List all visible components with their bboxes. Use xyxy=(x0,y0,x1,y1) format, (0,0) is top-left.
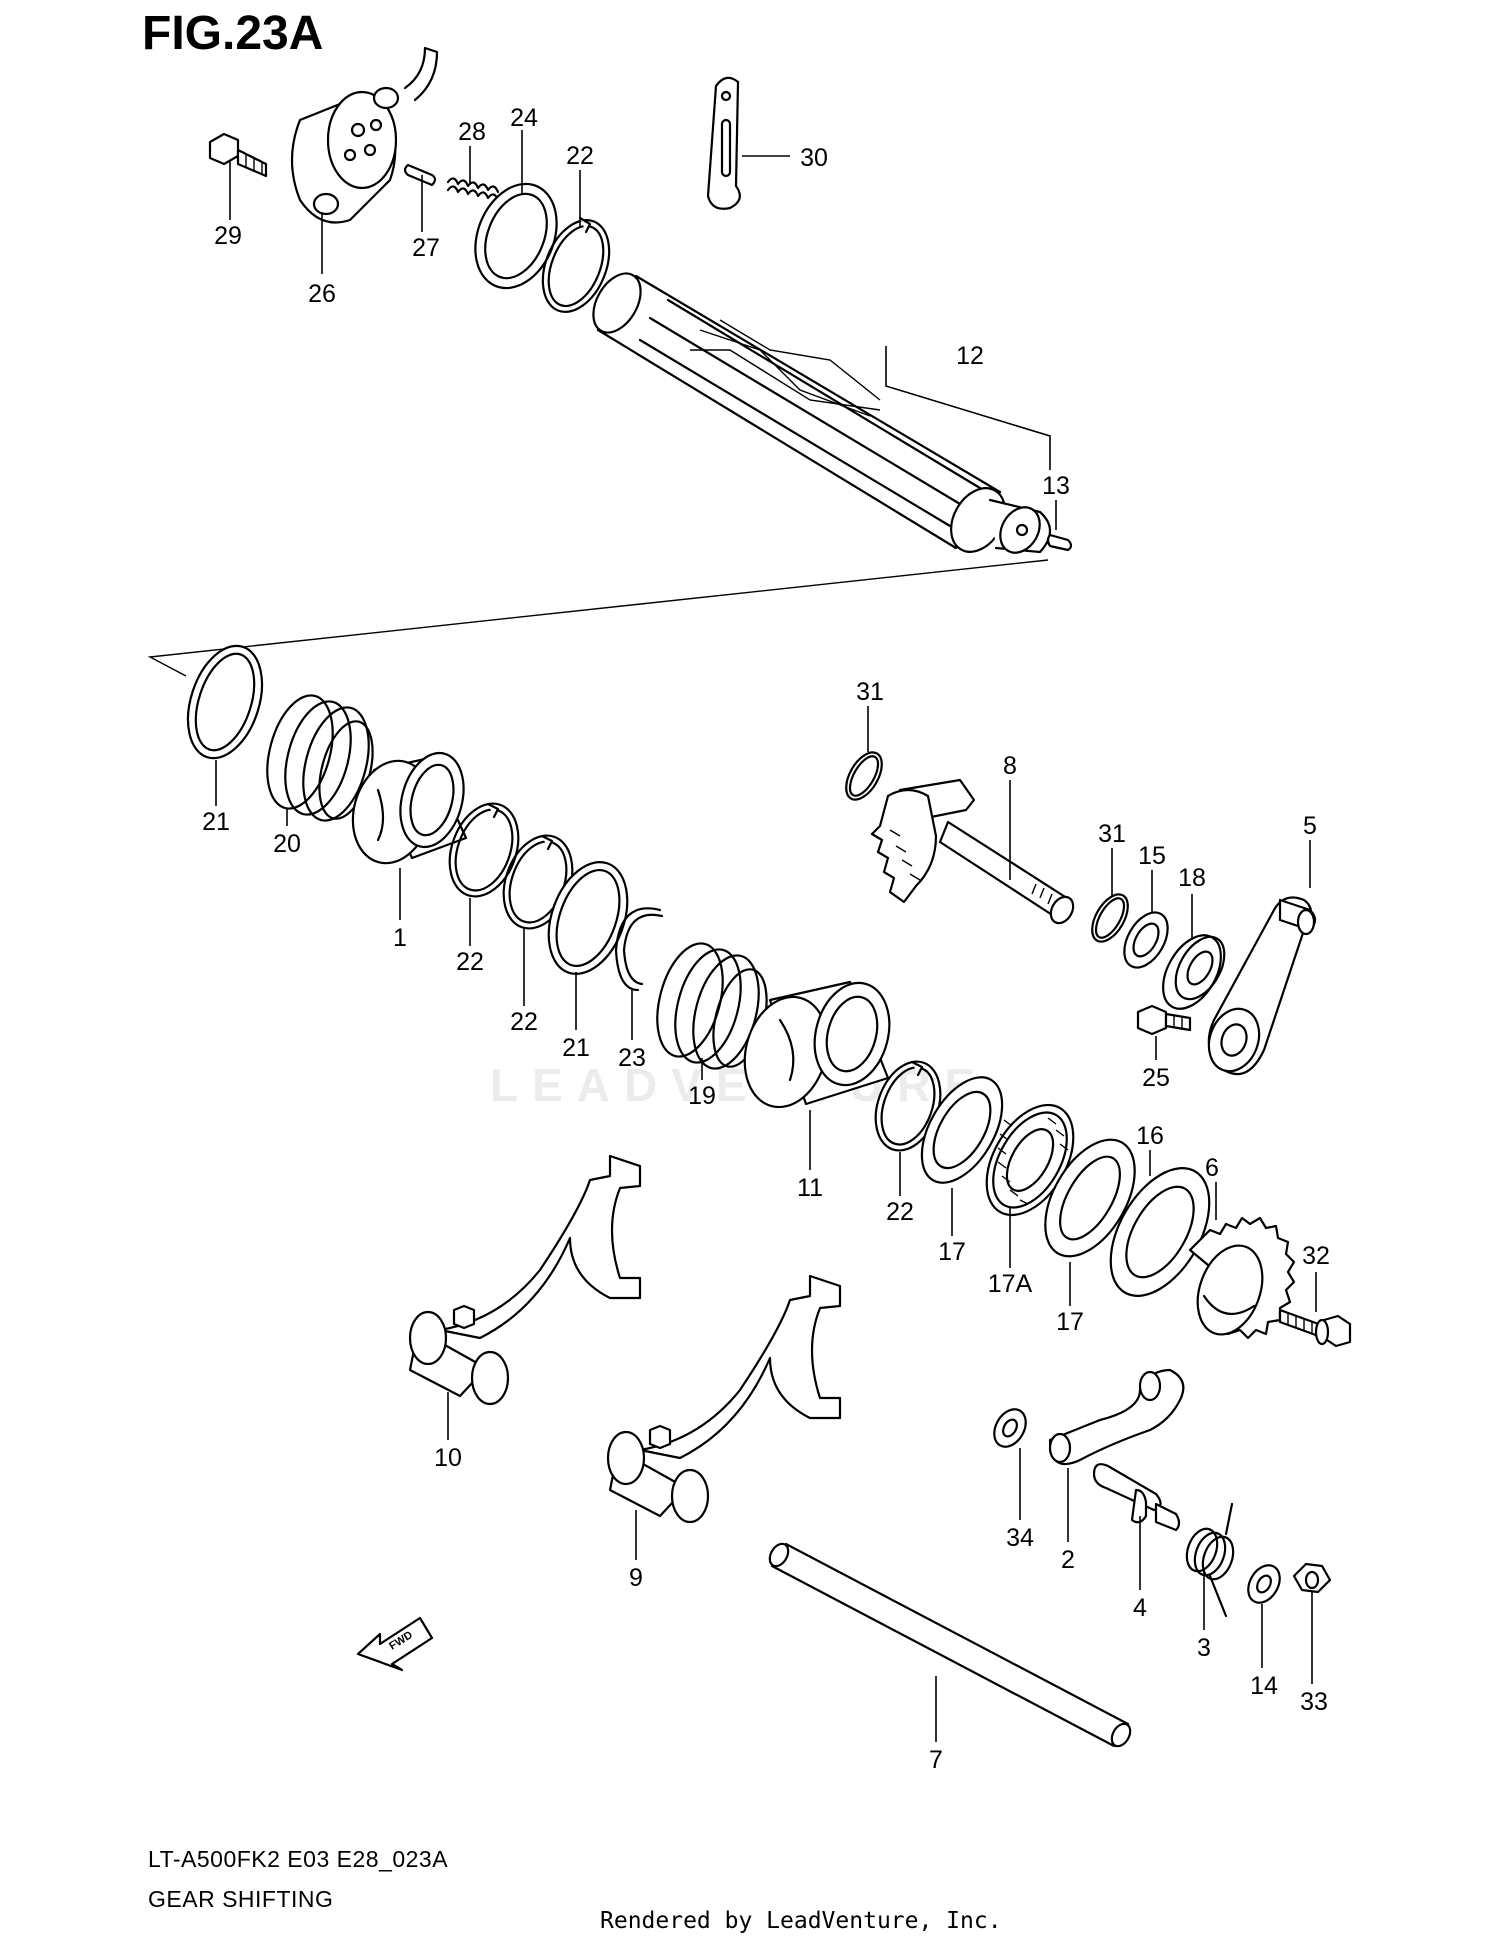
callout-20: 20 xyxy=(273,830,301,858)
part-7-fork-shaft xyxy=(768,1542,1132,1748)
part-14-washer xyxy=(1247,1564,1281,1604)
part-28-spring xyxy=(446,177,500,202)
part-4-bolt xyxy=(1092,1463,1181,1532)
callout-4: 4 xyxy=(1133,1594,1147,1622)
callout-27: 27 xyxy=(412,234,440,262)
callout-10: 10 xyxy=(434,1444,462,1472)
callout-33: 33 xyxy=(1300,1688,1328,1716)
callout-31-a: 31 xyxy=(856,678,884,706)
part-13-pin xyxy=(1046,533,1073,552)
callout-32: 32 xyxy=(1302,1242,1330,1270)
callout-22-a: 22 xyxy=(456,948,484,976)
part-11-cam xyxy=(743,980,891,1109)
render-credit: Rendered by LeadVenture, Inc. xyxy=(600,1908,1002,1934)
callout-12: 12 xyxy=(956,342,984,370)
callout-24: 24 xyxy=(510,104,538,132)
callout-17-a: 17 xyxy=(938,1238,966,1266)
callout-23: 23 xyxy=(618,1044,646,1072)
callout-22-b: 22 xyxy=(510,1008,538,1036)
callout-14: 14 xyxy=(1250,1672,1278,1700)
callout-17-b: 17 xyxy=(1056,1308,1084,1336)
part-31-circlip-a xyxy=(845,751,883,801)
callout-21-a: 21 xyxy=(202,808,230,836)
part-9-shift-fork xyxy=(606,1274,842,1524)
callout-18: 18 xyxy=(1178,864,1206,892)
part-1-cam-guide xyxy=(351,751,468,865)
part-27-pin xyxy=(403,163,437,187)
part-6-gear xyxy=(1188,1216,1296,1340)
callout-3: 3 xyxy=(1197,1634,1211,1662)
part-12-shift-cam xyxy=(592,272,1052,554)
part-10-shift-fork xyxy=(408,1154,642,1406)
callout-28: 28 xyxy=(458,118,486,146)
part-19-spring xyxy=(656,942,768,1070)
figure-title: FIG.23A xyxy=(142,7,324,60)
projection-line xyxy=(147,559,1049,677)
callout-19: 19 xyxy=(688,1082,716,1110)
callout-22-top: 22 xyxy=(566,142,594,170)
callout-16: 16 xyxy=(1136,1122,1164,1150)
callout-29: 29 xyxy=(214,222,242,250)
part-17A-bearing xyxy=(985,1103,1075,1217)
part-32-bolt xyxy=(1278,1308,1352,1348)
callout-25: 25 xyxy=(1142,1064,1170,1092)
callout-8: 8 xyxy=(1003,752,1017,780)
callout-2: 2 xyxy=(1061,1546,1075,1574)
part-30-stopper xyxy=(706,76,741,210)
part-29-bolt xyxy=(208,132,268,178)
callout-13: 13 xyxy=(1042,472,1070,500)
callout-31-b: 31 xyxy=(1098,820,1126,848)
part-21-washer-b xyxy=(547,861,629,975)
callout-15: 15 xyxy=(1138,842,1166,870)
part-2-stopper-arm xyxy=(1048,1368,1185,1466)
part-34-washer xyxy=(993,1408,1027,1448)
callout-9: 9 xyxy=(629,1564,643,1592)
callout-1: 1 xyxy=(393,924,407,952)
callout-22-c: 22 xyxy=(886,1198,914,1226)
section-name: GEAR SHIFTING xyxy=(148,1886,334,1912)
model-code: LT-A500FK2 E03 E28_023A xyxy=(148,1846,449,1872)
callout-21-b: 21 xyxy=(562,1034,590,1062)
part-23-clip xyxy=(614,907,664,992)
part-21-washer-a xyxy=(186,644,264,760)
callout-5: 5 xyxy=(1303,812,1317,840)
callout-6: 6 xyxy=(1205,1154,1219,1182)
fwd-arrow-icon: FWD xyxy=(356,1616,434,1672)
part-16-washer xyxy=(1109,1167,1211,1297)
leader-lines xyxy=(215,130,1317,1742)
part-3-spring xyxy=(1185,1502,1235,1618)
callout-34: 34 xyxy=(1006,1524,1034,1552)
part-31-circlip-b xyxy=(1091,893,1129,943)
callout-7: 7 xyxy=(929,1746,943,1774)
callout-11: 11 xyxy=(797,1174,823,1202)
part-25-bolt xyxy=(1136,1004,1192,1036)
part-17-washer-a xyxy=(920,1076,1004,1184)
part-24-washer xyxy=(474,182,558,290)
callout-26: 26 xyxy=(308,280,336,308)
part-22-circlip-a xyxy=(448,802,520,898)
part-18-oil-seal xyxy=(1162,934,1226,1010)
part-17-washer-b xyxy=(1044,1138,1136,1258)
part-22-circlip-top xyxy=(541,216,611,314)
part-5-shift-arm xyxy=(1207,896,1317,1076)
callout-17A: 17A xyxy=(988,1270,1033,1298)
part-26-neutral-switch xyxy=(290,46,439,224)
part-8-shift-shaft xyxy=(870,778,1075,925)
part-20-spring xyxy=(266,694,374,822)
callout-30: 30 xyxy=(800,144,828,172)
part-33-nut xyxy=(1292,1562,1332,1594)
part-15-washer xyxy=(1123,911,1169,969)
